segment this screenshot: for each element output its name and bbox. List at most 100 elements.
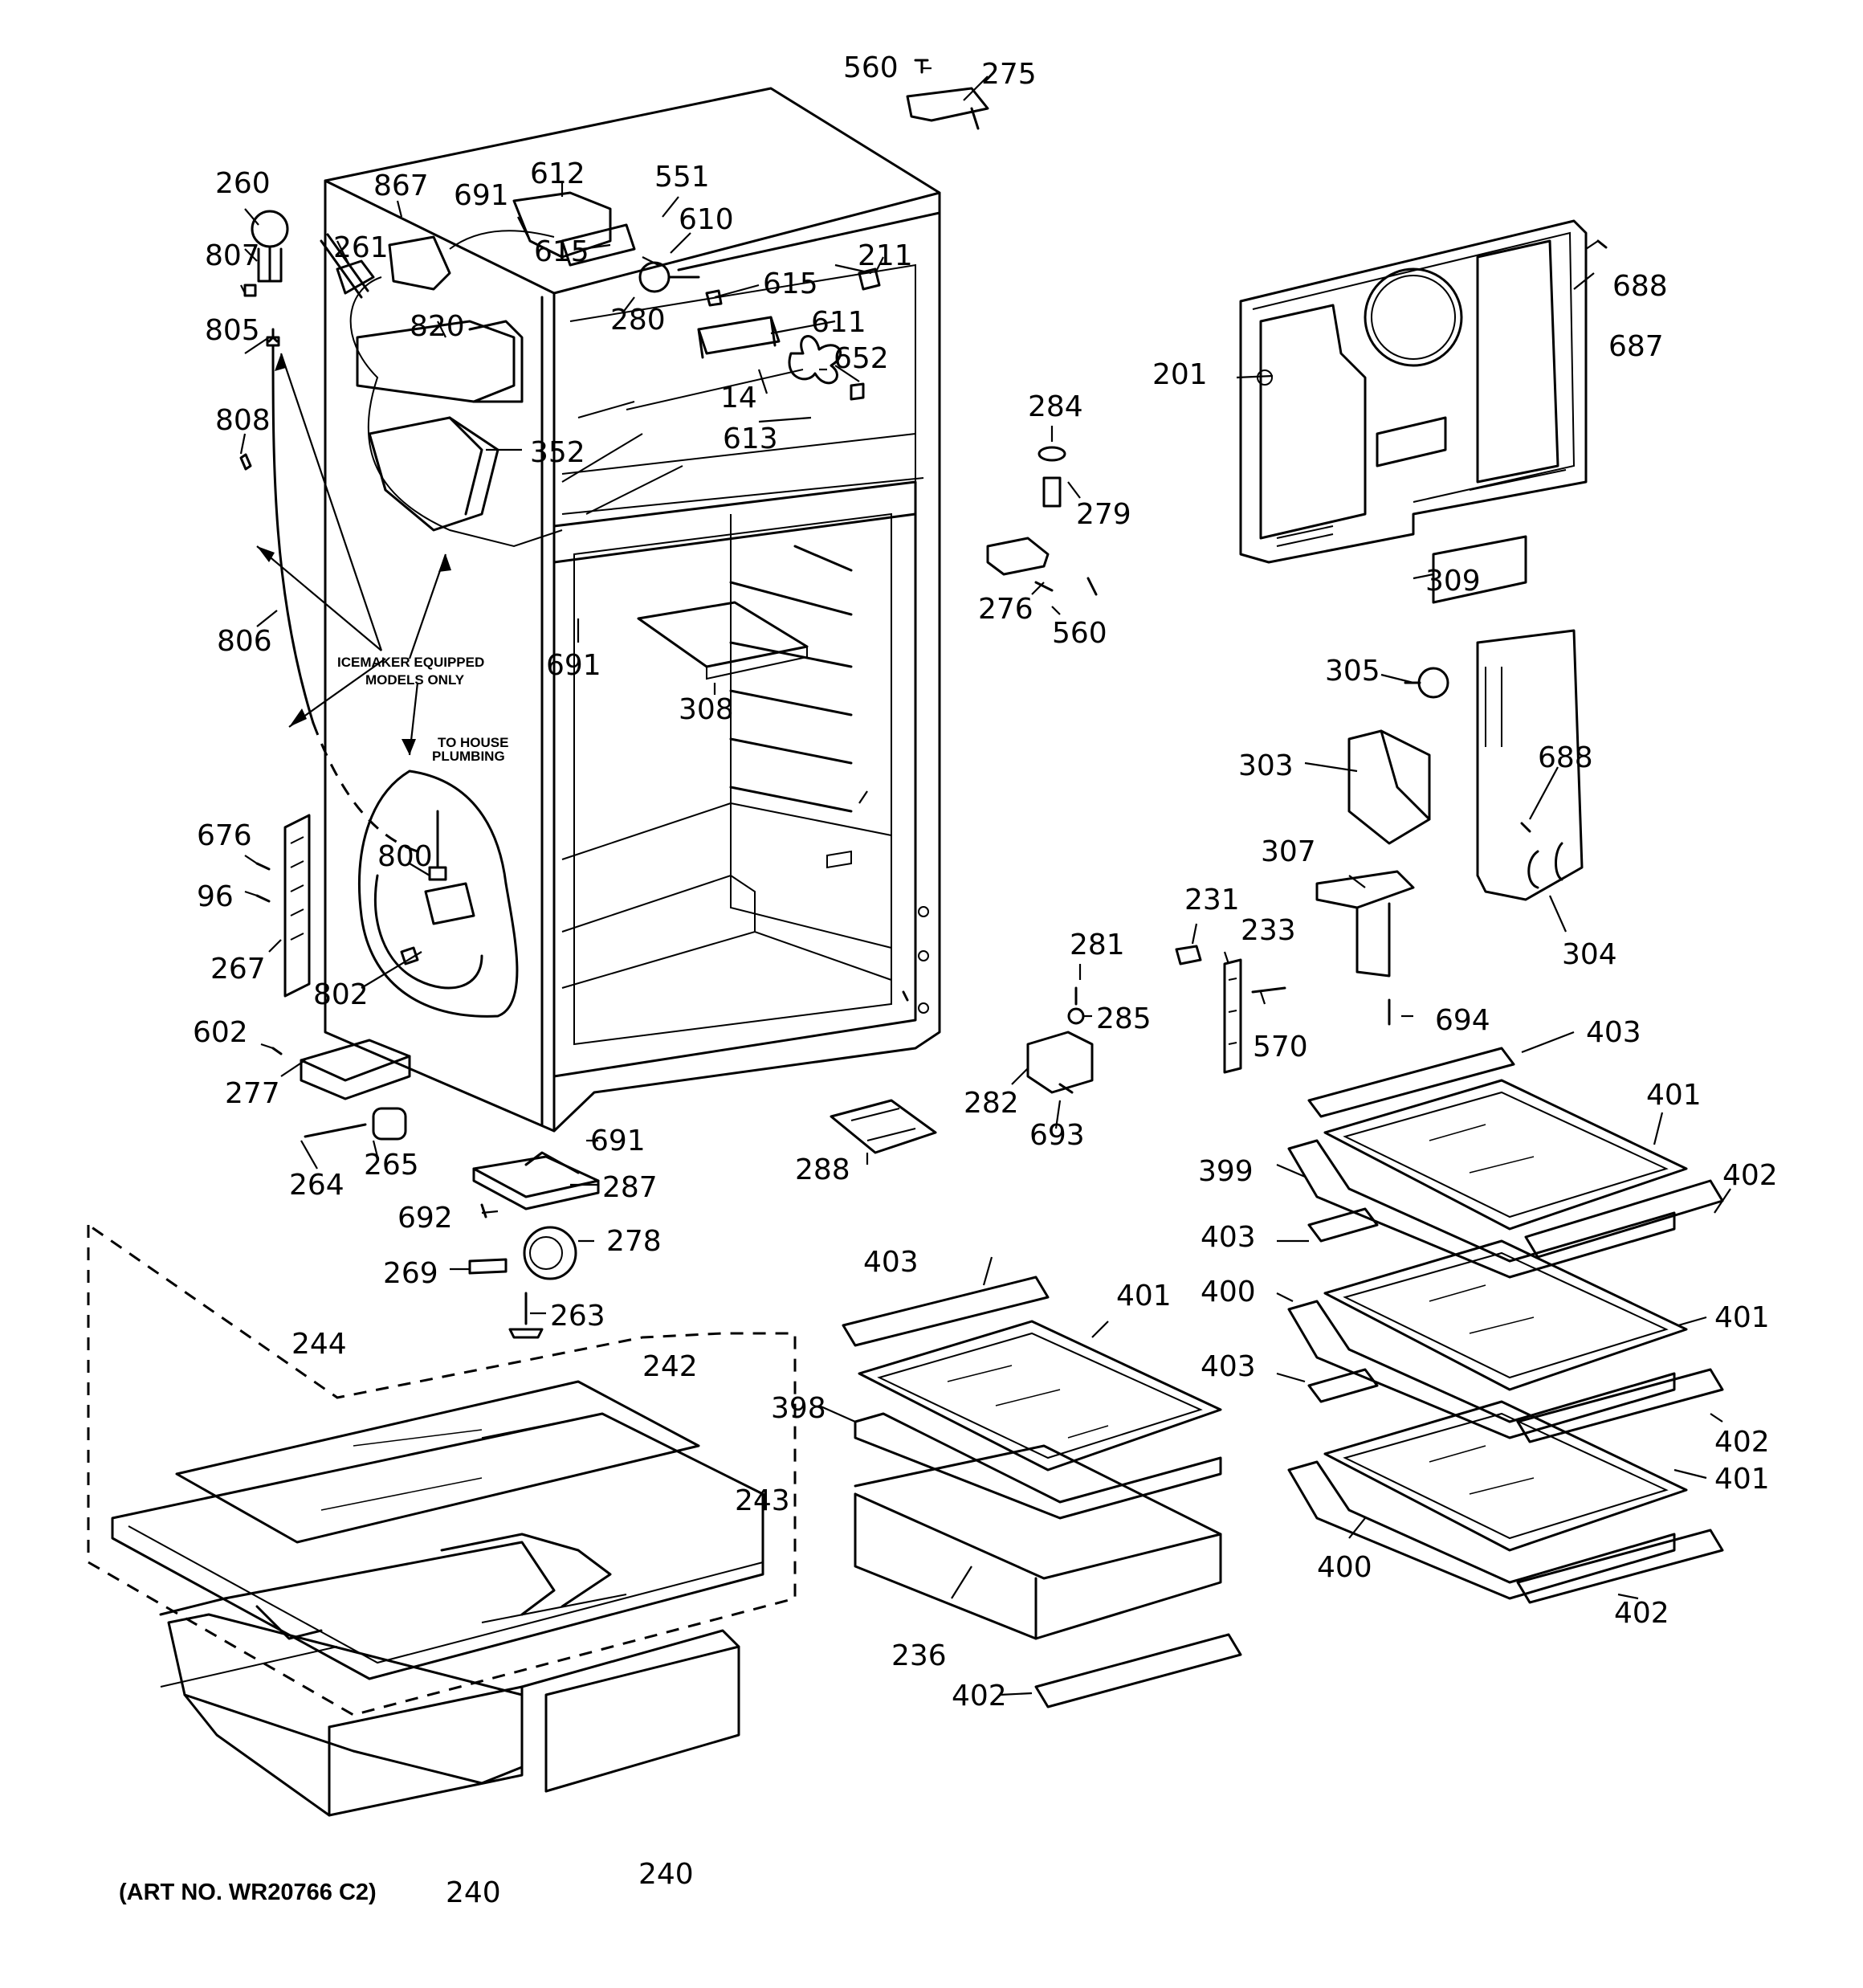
icemaker-note-arrows — [256, 353, 451, 756]
label-243: 243 — [735, 1484, 790, 1517]
label-277: 277 — [225, 1077, 280, 1110]
part-labels: 560 275 612 551 691 610 615 260 867 807 … — [193, 51, 1778, 1909]
label-615b: 615 — [763, 267, 818, 300]
label-233: 233 — [1241, 914, 1296, 947]
label-279: 279 — [1076, 498, 1131, 531]
label-401c: 401 — [1714, 1301, 1770, 1334]
label-244: 244 — [291, 1328, 347, 1361]
label-398: 398 — [771, 1392, 826, 1425]
label-281: 281 — [1070, 929, 1125, 961]
label-400a: 400 — [1201, 1276, 1256, 1308]
label-304: 304 — [1562, 938, 1617, 971]
label-691b: 691 — [546, 649, 601, 682]
label-201: 201 — [1152, 358, 1208, 391]
right-shelf-group — [1287, 1047, 1724, 1604]
label-352: 352 — [530, 436, 585, 469]
bottom-hardware — [271, 1039, 600, 1339]
label-211: 211 — [858, 239, 913, 272]
label-263: 263 — [550, 1300, 605, 1333]
air-duct-assembly — [1315, 629, 1584, 978]
label-269: 269 — [383, 1257, 438, 1290]
hinge-bracket-267 — [255, 814, 311, 998]
label-403d: 403 — [1201, 1350, 1256, 1383]
crisper-pan-assembly — [87, 1223, 797, 1817]
label-615: 615 — [534, 235, 589, 268]
label-687: 687 — [1608, 330, 1664, 363]
label-692: 692 — [397, 1202, 453, 1235]
label-805: 805 — [205, 314, 260, 347]
label-284: 284 — [1028, 390, 1083, 423]
center-shelf-group — [842, 1276, 1242, 1708]
label-688a: 688 — [1612, 270, 1668, 303]
evaporator-fan-assembly — [697, 267, 881, 401]
label-691c: 691 — [590, 1125, 646, 1157]
label-808: 808 — [215, 404, 271, 437]
art-number: (ART NO. WR20766 C2) — [119, 1880, 377, 1905]
label-807: 807 — [205, 239, 260, 272]
notes: ICEMAKER EQUIPPED MODELS ONLY TO HOUSE P… — [119, 655, 508, 1905]
label-240b: 240 — [638, 1858, 694, 1891]
label-403c: 403 — [863, 1246, 919, 1279]
label-276: 276 — [978, 593, 1033, 626]
label-309: 309 — [1425, 565, 1481, 598]
label-401b: 401 — [1116, 1280, 1172, 1312]
label-308: 308 — [679, 693, 734, 726]
leader-lines — [239, 67, 1731, 1696]
label-676: 676 — [197, 819, 252, 852]
label-570: 570 — [1253, 1031, 1308, 1063]
label-694: 694 — [1435, 1004, 1490, 1037]
label-610: 610 — [679, 203, 734, 236]
label-240a: 240 — [446, 1876, 501, 1909]
label-275: 275 — [981, 58, 1037, 91]
label-303: 303 — [1238, 749, 1294, 782]
icemaker-note-line1: ICEMAKER EQUIPPED — [337, 655, 484, 670]
label-867: 867 — [373, 169, 429, 202]
icemaker-assembly — [251, 191, 700, 532]
label-402a: 402 — [1722, 1159, 1778, 1192]
label-403a: 403 — [1586, 1016, 1641, 1049]
label-613: 613 — [723, 423, 778, 455]
label-612: 612 — [530, 157, 585, 190]
label-402c: 402 — [1614, 1597, 1669, 1630]
label-806: 806 — [217, 625, 272, 658]
label-402b: 402 — [1714, 1426, 1770, 1459]
label-400b: 400 — [1317, 1551, 1372, 1584]
small-hardware — [830, 59, 1608, 1154]
label-288: 288 — [795, 1153, 850, 1186]
label-693: 693 — [1029, 1119, 1085, 1152]
cabinet — [324, 87, 941, 1133]
label-96: 96 — [197, 880, 234, 913]
label-611: 611 — [811, 306, 866, 339]
label-287: 287 — [602, 1171, 658, 1204]
plumbing-detail — [358, 769, 519, 1018]
water-line — [239, 284, 418, 853]
label-261: 261 — [333, 231, 389, 264]
label-307: 307 — [1261, 835, 1316, 868]
label-282: 282 — [964, 1087, 1019, 1120]
label-305: 305 — [1325, 655, 1380, 688]
label-560b: 560 — [1052, 617, 1107, 650]
label-691: 691 — [454, 179, 509, 212]
plumbing-note-line2: PLUMBING — [432, 749, 505, 764]
label-285: 285 — [1096, 1002, 1152, 1035]
label-280: 280 — [610, 304, 666, 337]
label-265: 265 — [364, 1149, 419, 1182]
icemaker-note-line2: MODELS ONLY — [365, 672, 465, 688]
label-820: 820 — [410, 310, 465, 343]
label-800: 800 — [377, 840, 433, 873]
label-401d: 401 — [1714, 1463, 1770, 1496]
label-260: 260 — [215, 167, 271, 200]
label-264: 264 — [289, 1169, 344, 1202]
label-560: 560 — [843, 51, 899, 84]
label-399: 399 — [1198, 1155, 1254, 1188]
label-602: 602 — [193, 1016, 248, 1049]
plumbing-note-line1: TO HOUSE — [438, 735, 508, 750]
label-14: 14 — [720, 382, 757, 414]
label-652: 652 — [834, 342, 889, 375]
label-403b: 403 — [1201, 1221, 1256, 1254]
rear-panel-201 — [1239, 219, 1588, 604]
label-231: 231 — [1184, 884, 1240, 916]
label-401a: 401 — [1646, 1079, 1702, 1112]
label-802: 802 — [313, 978, 369, 1011]
